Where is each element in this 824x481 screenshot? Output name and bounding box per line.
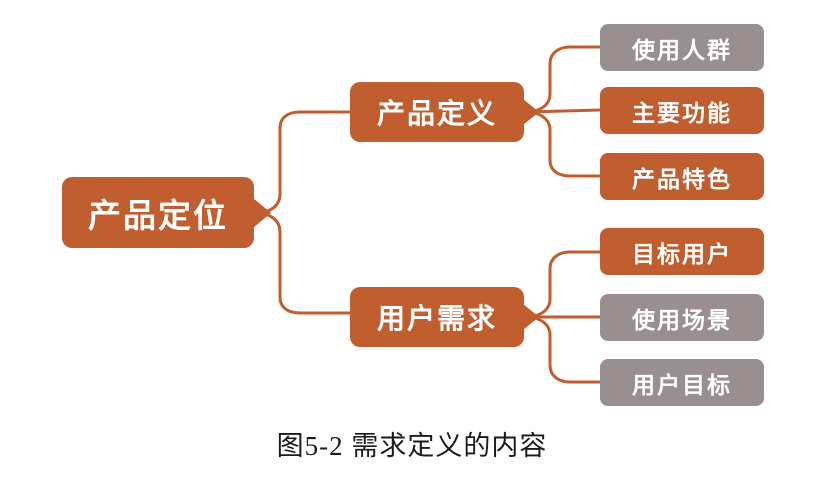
node-user-goals-label: 用户目标: [632, 371, 732, 398]
node-user-group: 使用人群: [600, 24, 764, 71]
node-arrow-tip: [253, 197, 271, 228]
node-product-features-label: 产品特色: [632, 165, 732, 192]
node-main-functions: 主要功能: [600, 87, 764, 134]
node-product-definition: 产品定义: [350, 82, 539, 142]
node-target-users: 目标用户: [600, 228, 764, 275]
node-usage-scenarios: 使用场景: [600, 294, 764, 341]
node-user-needs: 用户需求: [350, 287, 539, 347]
figure-caption: 图5-2 需求定义的内容: [276, 431, 548, 461]
connector-root-to-user-needs: [254, 211, 352, 315]
node-main-functions-label: 主要功能: [632, 99, 732, 126]
node-target-users-label: 目标用户: [632, 240, 732, 267]
node-user-group-label: 使用人群: [632, 36, 732, 63]
node-usage-scenarios-label: 使用场景: [632, 306, 732, 333]
node-user-needs-label: 用户需求: [376, 303, 497, 334]
node-product-positioning-label: 产品定位: [88, 196, 228, 234]
node-product-definition-label: 产品定义: [376, 98, 497, 129]
node-product-positioning: 产品定位: [62, 177, 271, 248]
node-product-features: 产品特色: [600, 153, 764, 200]
node-arrow-tip: [523, 99, 539, 125]
node-user-goals: 用户目标: [600, 359, 764, 406]
node-arrow-tip: [523, 304, 539, 330]
connector-definition-to-main-functions: [525, 108, 602, 114]
